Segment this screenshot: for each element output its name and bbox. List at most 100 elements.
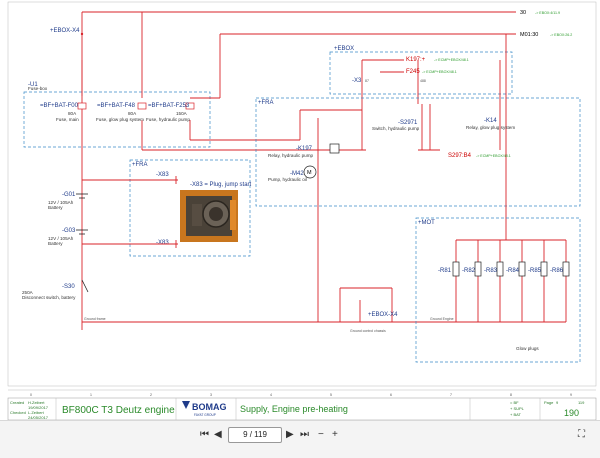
- column-ruler: 0 1 2 3 4 5 6 7 8 9: [30, 393, 572, 397]
- checked-by: L.Zeibert: [28, 410, 45, 415]
- s30-label: -S30: [62, 284, 75, 290]
- bomag-logo: BOMAG FAYAT GROUP: [182, 401, 227, 417]
- glow-plug-r84: [518, 240, 526, 322]
- svg-text:1: 1: [90, 393, 92, 397]
- mot-group-label: +MOT: [418, 220, 435, 226]
- m42-desc: Pump, hydraulic oil: [268, 177, 307, 182]
- fullscreen-icon[interactable]: ⛶: [578, 429, 585, 440]
- u1-sublabel: Fuse-box: [28, 86, 48, 91]
- ref-bf: = BF: [510, 400, 519, 405]
- x3-label: -X3: [352, 78, 362, 84]
- ground-engine-label: Ground Engine: [430, 317, 454, 321]
- battery-g01-symbol: [76, 193, 88, 199]
- r81-label: -R81: [438, 268, 452, 274]
- fuse-f00-desc: Fuse, main: [56, 117, 79, 122]
- rail-m01-label: M01:30: [520, 32, 538, 38]
- sheet-number: 190: [564, 408, 579, 418]
- ebox-group-label: +EBOX: [334, 46, 354, 52]
- fuse-f48-tag: =BF+BAT-F48: [97, 103, 136, 109]
- battery-g03-symbol: [76, 229, 88, 235]
- created-by: H.Zeibert: [28, 400, 45, 405]
- g01-label: -G01: [62, 192, 76, 198]
- fra-group: [255, 97, 581, 207]
- page-label: Page: [544, 400, 554, 405]
- k197-coil-ref: K197:+: [406, 57, 426, 63]
- glow-plug-r83: [496, 240, 504, 322]
- fuse-f253-tag: =BF+BAT-F253: [148, 103, 190, 109]
- g03-label: -G03: [62, 228, 76, 234]
- pin-488: 488: [420, 79, 426, 83]
- r86-label: -R86: [550, 268, 564, 274]
- document-title: BF800C T3 Deutz engine: [62, 405, 175, 416]
- ebox-x4-label: +EBOX-X4: [50, 28, 80, 34]
- pdf-viewer-toolbar: ⏮ ◀ 9 / 119 ▶ ⏭ − + ⛶: [0, 420, 600, 458]
- ebox-group: [329, 51, 513, 95]
- ground-frame-label: Ground frame: [84, 317, 106, 321]
- jump-start-group: [129, 159, 251, 257]
- k14-label: -K14: [484, 118, 497, 124]
- glow-plugs-caption: Glow plugs: [516, 346, 539, 351]
- r84-label: -R84: [506, 268, 520, 274]
- last-page-icon[interactable]: ⏭: [300, 429, 309, 440]
- svg-text:4: 4: [270, 393, 272, 397]
- page-total: 119: [578, 400, 585, 405]
- prev-page-icon[interactable]: ◀: [214, 429, 222, 440]
- svg-text:3: 3: [210, 393, 212, 397]
- k197-label: -K197: [296, 146, 313, 152]
- next-page-icon[interactable]: ▶: [286, 429, 294, 440]
- ref-bat: + BAT: [510, 412, 521, 417]
- ground-control-label: Ground control chassis: [350, 329, 386, 333]
- created-date: 19/09/2017: [28, 405, 49, 410]
- f245-ref: F245: [406, 69, 420, 75]
- x3-pin: 87: [365, 79, 369, 83]
- sheet-title: Supply, Engine pre-heating: [240, 404, 348, 414]
- svg-text:FAYAT GROUP: FAYAT GROUP: [194, 413, 216, 417]
- svg-text:BOMAG: BOMAG: [192, 402, 227, 412]
- fuse-f253-rating: 150A: [176, 111, 188, 116]
- fuse-f00-rating: 80A: [68, 111, 77, 116]
- checked-label: Checked: [10, 410, 26, 415]
- zoom-in-icon[interactable]: +: [332, 429, 338, 440]
- rail-m01-xref[interactable]: -> EBOX:26.2: [550, 33, 572, 37]
- zoom-out-icon[interactable]: −: [318, 429, 324, 440]
- glow-plug-r81: [452, 240, 460, 322]
- s2971-desc: Switch, hydraulic pump: [372, 126, 420, 131]
- x83-top-label: -X83: [156, 172, 169, 178]
- fra-group-label: +FRA: [258, 100, 274, 106]
- k197-desc: Relay, hydraulic pump: [268, 153, 314, 158]
- ebox-x4b-label: +EBOX-X4: [368, 312, 398, 318]
- glow-plug-r86: [562, 240, 570, 322]
- k197-coil-xref[interactable]: -> ECMP+EBOX/48.1: [434, 58, 469, 62]
- page-indicator-input[interactable]: 9 / 119: [228, 427, 282, 443]
- s297-ref: S297:B4: [448, 153, 472, 159]
- glow-plug-r82: [474, 240, 482, 322]
- r85-label: -R85: [528, 268, 542, 274]
- svg-text:5: 5: [330, 393, 332, 397]
- svg-text:6: 6: [390, 393, 392, 397]
- x83-bot-label: -X83: [156, 240, 169, 246]
- first-page-icon[interactable]: ⏮: [200, 429, 209, 440]
- f245-xref[interactable]: -> ECMP+EBOX/48.1: [422, 70, 457, 74]
- glow-plug-r85: [540, 240, 548, 322]
- title-block: [7, 397, 597, 420]
- schematic-sheet: 3 0 -> EBOX:4/11.9 M01:30 -> EBOX:26.2 +E…: [7, 1, 597, 420]
- svg-text:8: 8: [510, 393, 512, 397]
- svg-text:2: 2: [150, 393, 152, 397]
- svg-text:9: 9: [570, 393, 572, 397]
- mot-group: [415, 217, 581, 363]
- fuse-f00-tag: =BF+BAT-F00: [40, 103, 79, 109]
- created-label: Created: [10, 400, 24, 405]
- fuse-f48-desc: Fuse, glow plug system: [96, 117, 144, 122]
- svg-text:0: 0: [30, 393, 32, 397]
- jump-start-plug-photo: [180, 190, 238, 242]
- m42-label: -M42: [290, 171, 304, 177]
- page-number: 9: [556, 400, 559, 405]
- motor-m-icon: M: [307, 170, 312, 176]
- s297-xref[interactable]: -> ECMP+EBOX/48.1: [476, 154, 511, 158]
- r82-label: -R82: [462, 268, 476, 274]
- rail-30-xref[interactable]: -> EBOX:4/11.9: [535, 11, 560, 15]
- x83-plug-label: -X83 = Plug, jump start: [190, 182, 252, 188]
